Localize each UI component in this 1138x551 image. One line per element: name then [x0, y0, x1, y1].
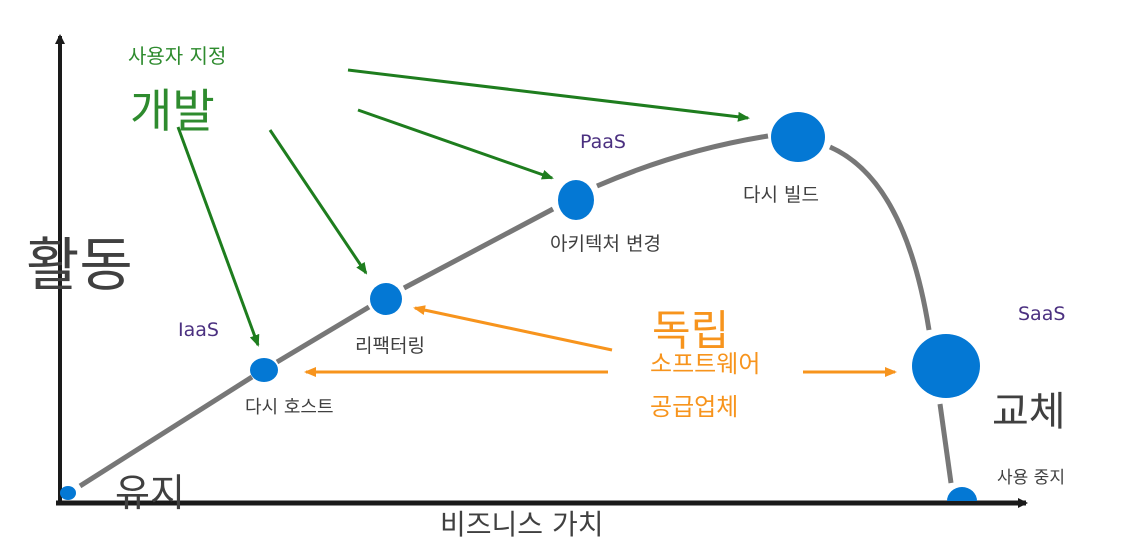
curve-segment — [402, 206, 555, 291]
y-axis-label: 활동 — [26, 231, 133, 299]
arrow-dev-to-rehost — [176, 126, 260, 347]
curve-segment — [937, 403, 954, 484]
stage-rehost: 다시 호스트 — [245, 397, 334, 418]
vendor-label-line2: 공급업체 — [650, 393, 738, 421]
category-iaas: IaaS — [178, 319, 219, 341]
vendor-label-large: 독립 — [652, 306, 729, 355]
node-retire — [947, 487, 977, 501]
dev-label-small: 사용자 지정 — [128, 44, 226, 68]
arrow-dev-to-rebuild — [347, 68, 750, 122]
curve-segment — [78, 374, 254, 489]
stage-refactor: 리팩터링 — [355, 335, 425, 357]
node-rehost — [250, 358, 278, 382]
curve-segment — [596, 133, 769, 189]
stage-replace: 교체 — [992, 389, 1066, 435]
stage-retain: 유지 — [115, 471, 185, 515]
vendor-label-line1: 소프트웨어 — [650, 350, 760, 378]
stage-rebuild: 다시 빌드 — [743, 184, 819, 206]
category-paas: PaaS — [580, 131, 626, 153]
arrow-dev-to-rearchitect — [357, 108, 554, 180]
node-retain — [60, 486, 76, 500]
node-rearchitect — [558, 180, 594, 220]
node-refactor — [370, 283, 402, 315]
node-rebuild — [771, 112, 825, 162]
curve-segment — [275, 304, 371, 365]
stage-retire: 사용 중지 — [997, 468, 1065, 488]
arrow-vendor-to-refactor — [413, 305, 613, 352]
x-axis-label: 비즈니스 가치 — [440, 508, 603, 541]
stage-rearchitect: 아키텍처 변경 — [550, 233, 661, 255]
arrow-dev-to-refactor — [268, 129, 368, 275]
curve-segment — [828, 144, 932, 331]
category-saas: SaaS — [1018, 303, 1065, 325]
node-replace — [912, 334, 980, 398]
dev-label-large: 개발 — [130, 84, 215, 138]
maturity-curve — [78, 133, 954, 489]
